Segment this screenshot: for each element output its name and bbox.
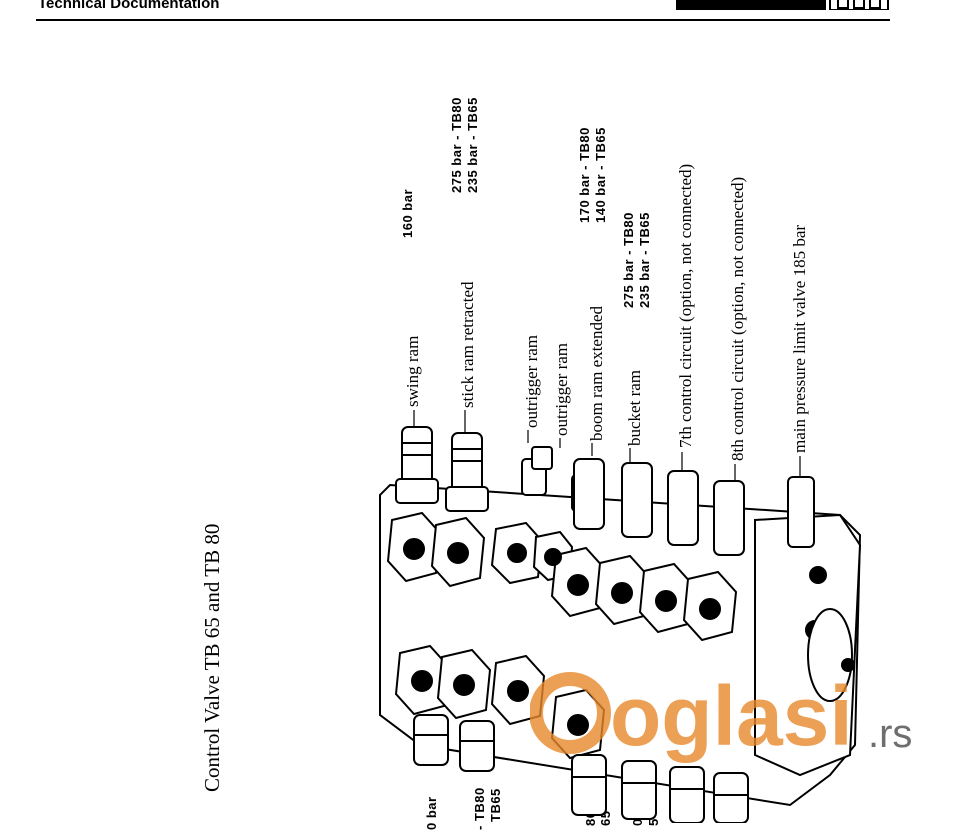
document-header-title: Technical Documentation [38,0,220,12]
header-rule [36,19,890,21]
oglasi-watermark-logo: oglasi .rs [530,669,912,763]
watermark-suffix: .rs [868,712,912,756]
control-valve-drawing [379,426,862,823]
watermark-text: oglasi [610,669,853,763]
brand-logo [676,0,889,10]
